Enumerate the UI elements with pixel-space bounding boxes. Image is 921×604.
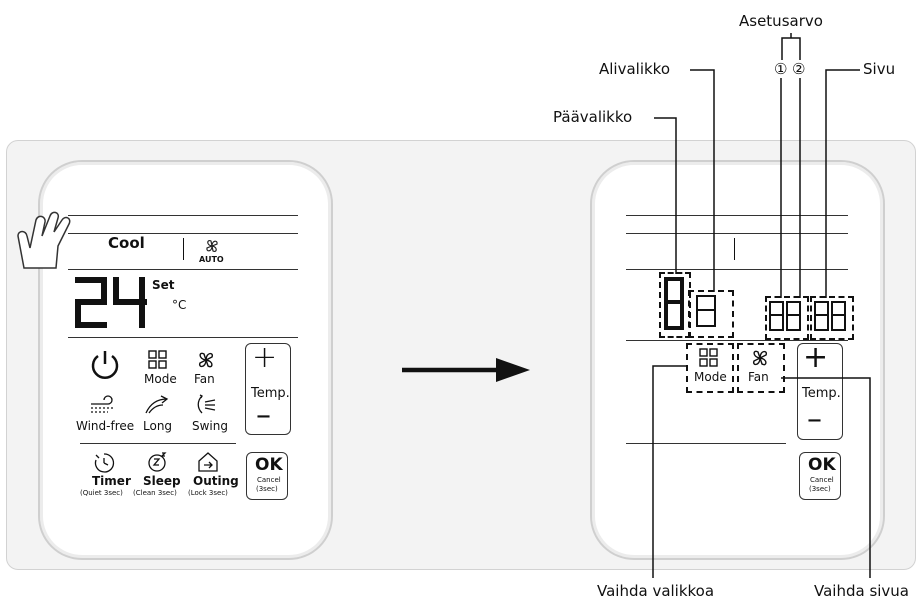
outing-sub-label: (Lock 3sec) xyxy=(188,489,228,497)
outing-icon[interactable] xyxy=(196,451,220,473)
left-temp-button[interactable] xyxy=(245,343,291,435)
num2-label: ② xyxy=(792,60,806,78)
right-mode-button-label[interactable]: Mode xyxy=(694,370,727,384)
right-line-2 xyxy=(626,269,848,270)
left-fan-button-label[interactable]: Fan xyxy=(194,372,215,386)
alivalikko-label: Alivalikko xyxy=(599,60,671,78)
main-menu-digit xyxy=(664,277,684,330)
page-value-box xyxy=(810,296,854,340)
left-line-4 xyxy=(80,443,236,444)
main-menu-digit-box xyxy=(659,272,691,338)
long-label[interactable]: Long xyxy=(143,419,173,433)
asetusarvo-label: Asetusarvo xyxy=(739,12,823,30)
right-temp-plus[interactable]: + xyxy=(803,340,829,375)
sub-menu-digit-box xyxy=(688,290,734,338)
page-value-digits xyxy=(814,301,846,331)
right-ok-sub1: Cancel xyxy=(810,476,834,484)
right-mode-divider xyxy=(734,238,735,260)
power-icon[interactable] xyxy=(88,348,122,382)
long-icon[interactable] xyxy=(143,394,171,416)
right-line-4 xyxy=(626,443,786,444)
left-ok-sub2: (3sec) xyxy=(256,485,278,493)
right-ok-button[interactable] xyxy=(799,452,841,500)
left-line-1 xyxy=(68,233,298,234)
left-unit-label: °C xyxy=(172,298,187,312)
wind-free-icon[interactable] xyxy=(88,395,118,415)
swing-icon[interactable] xyxy=(194,393,218,417)
left-mode-button-label[interactable]: Mode xyxy=(144,372,177,386)
left-ok-button[interactable] xyxy=(246,452,288,500)
right-line-1 xyxy=(626,233,848,234)
setting-value-digits xyxy=(769,301,801,331)
left-mode-value: Cool xyxy=(108,234,145,252)
right-mode-button-box[interactable] xyxy=(686,343,734,393)
right-arrow-icon xyxy=(402,358,530,382)
left-line-2 xyxy=(68,269,298,270)
left-mode-icon[interactable] xyxy=(148,350,168,370)
timer-sub-label: (Quiet 3sec) xyxy=(80,489,123,497)
right-line-3 xyxy=(626,340,848,341)
left-fan-icon[interactable] xyxy=(195,349,217,371)
right-fan-icon[interactable] xyxy=(749,347,771,369)
right-temp-label: Temp. xyxy=(802,386,841,401)
vaihda-sivua-label: Vaihda sivua xyxy=(814,582,910,600)
left-fan-status-value: AUTO xyxy=(199,255,224,264)
sleep-sub-label: (Clean 3sec) xyxy=(133,489,177,497)
left-temp-minus[interactable]: – xyxy=(256,398,271,433)
swing-label[interactable]: Swing xyxy=(192,419,228,433)
left-mode-divider xyxy=(183,238,184,260)
left-ok-label: OK xyxy=(255,455,283,475)
left-fan-status-icon xyxy=(206,240,218,252)
timer-icon[interactable] xyxy=(93,452,115,474)
left-ok-sub1: Cancel xyxy=(257,476,281,484)
left-line-3 xyxy=(68,337,298,338)
left-temp-label: Temp. xyxy=(251,386,290,401)
left-top-line xyxy=(68,215,298,216)
right-temp-minus[interactable]: – xyxy=(807,402,822,437)
asetusarvo-bracket xyxy=(781,33,801,60)
sivu-label: Sivu xyxy=(863,60,896,78)
paavalikko-label: Päävalikko xyxy=(553,108,633,126)
right-fan-button-label[interactable]: Fan xyxy=(748,370,769,384)
right-mode-icon[interactable] xyxy=(699,348,719,368)
left-temp-plus[interactable]: + xyxy=(252,340,278,375)
sub-menu-digit xyxy=(696,295,716,327)
right-ok-label: OK xyxy=(808,455,836,475)
timer-label[interactable]: Timer xyxy=(92,474,131,488)
sleep-label[interactable]: Sleep xyxy=(143,474,181,488)
setting-value-box xyxy=(765,296,809,340)
vaihda-valikkoa-label: Vaihda valikkoa xyxy=(597,582,715,600)
left-set-label: Set xyxy=(152,278,175,292)
right-ok-sub2: (3sec) xyxy=(809,485,831,493)
hand-icon xyxy=(17,211,71,269)
outing-label[interactable]: Outing xyxy=(193,474,239,488)
sleep-icon[interactable] xyxy=(145,450,169,474)
left-temperature-display xyxy=(75,277,147,328)
num1-label: ① xyxy=(774,60,788,78)
right-top-line xyxy=(626,215,848,216)
right-fan-button-box[interactable] xyxy=(737,343,785,393)
right-temp-button[interactable] xyxy=(797,343,843,440)
wind-free-label[interactable]: Wind-free xyxy=(76,419,135,433)
